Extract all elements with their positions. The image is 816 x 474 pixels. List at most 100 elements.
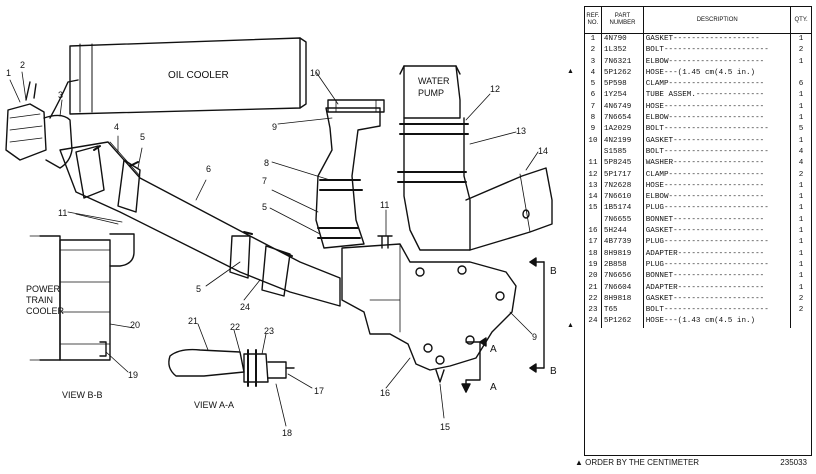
row-ref: 3 [585, 56, 602, 68]
power-label: POWER [26, 284, 61, 294]
order-marker-row-24: ▲ [567, 322, 574, 329]
callouts: 1 2 3 4 5 6 7 8 9 10 11 11 12 13 14 5 5 … [6, 60, 548, 438]
row-ref: 21 [585, 282, 602, 294]
row-part-number: S1585 [602, 146, 644, 159]
row-description: GASKET------------------- [644, 34, 792, 46]
callout-17: 17 [314, 386, 324, 396]
row-ref: 19 [585, 259, 602, 272]
parts-diagram: OIL COOLER WATER PUMP POWER TRAIN COOLER… [5, 37, 557, 438]
row-qty: 1 [798, 57, 804, 66]
row-description: HOSE---(1.45 cm(4.5 in.) [644, 67, 792, 80]
row-description: CLAMP--------------------- [644, 79, 792, 91]
row-qty [791, 316, 811, 327]
row-part-number: 1A2029 [602, 124, 644, 136]
header-qty: QTY. [794, 16, 808, 23]
row-qty: 2 [798, 306, 804, 315]
header-part-number: PART NUMBER [602, 7, 645, 33]
power-train-cooler [29, 233, 135, 361]
row-qty [791, 68, 811, 79]
row-qty: 2 [798, 294, 804, 303]
row-ref: 13 [585, 180, 602, 193]
row-part-number: 7N6654 [602, 113, 644, 125]
water-label: WATER [418, 76, 450, 86]
section-a-top: A [490, 344, 497, 355]
row-part-number: 4N6749 [602, 101, 644, 114]
riser-elbow [315, 99, 385, 249]
row-qty: 1 [798, 181, 804, 190]
view-bb-label: VIEW B-B [62, 390, 103, 400]
order-note: ▲ ORDER BY THE CENTIMETER [575, 458, 700, 467]
row-part-number: 5H244 [602, 226, 644, 238]
order-marker-row-4: ▲ [567, 68, 574, 75]
row-ref: 8 [585, 113, 602, 125]
section-b-bottom: B [550, 366, 557, 377]
row-description: HOSE---------------------- [644, 101, 792, 114]
row-ref: 24 [585, 316, 602, 328]
row-ref: 12 [585, 169, 602, 181]
bonnet-housing [341, 243, 517, 383]
row-qty: 1 [798, 215, 804, 224]
callout-19: 19 [128, 370, 138, 380]
row-part-number: 8H9819 [602, 248, 644, 260]
row-description: BOLT----------------------- [644, 146, 792, 159]
row-part-number: 7N6321 [602, 56, 644, 68]
row-part-number: 1Y254 [602, 90, 644, 102]
row-description: CLAMP--------------------- [644, 169, 792, 181]
callout-9a: 9 [272, 122, 277, 132]
row-ref: 20 [585, 271, 602, 283]
callout-11b: 11 [380, 200, 389, 210]
row-description: GASKET-------------------- [644, 135, 792, 147]
row-qty: 1 [798, 238, 804, 247]
callout-6: 6 [206, 164, 211, 174]
callout-4: 4 [114, 122, 119, 132]
header-ref: REF. NO. [585, 7, 602, 33]
row-qty: 2 [798, 170, 804, 179]
section-a-bottom: A [490, 382, 497, 393]
callout-1: 1 [6, 68, 11, 78]
row-qty: 4 [798, 159, 804, 168]
callout-24: 24 [240, 302, 250, 312]
row-part-number: T65 [602, 305, 644, 317]
bolt-11 [377, 235, 393, 249]
callout-16: 16 [380, 388, 390, 398]
row-qty: 1 [798, 204, 804, 213]
row-qty: 4 [798, 147, 804, 156]
row-part-number: 7N6656 [602, 271, 644, 283]
callout-22: 22 [230, 322, 240, 332]
callout-8: 8 [264, 158, 269, 168]
row-qty: 1 [798, 35, 804, 43]
callout-14: 14 [538, 146, 548, 156]
row-description: WASHER-------------------- [644, 158, 792, 170]
callout-12: 12 [490, 84, 500, 94]
row-ref: 16 [585, 226, 602, 238]
row-part-number: 4B7739 [602, 237, 644, 249]
row-ref: 23 [585, 305, 602, 317]
callout-10: 10 [310, 68, 320, 78]
row-ref: 1 [585, 34, 602, 46]
row-part-number: 7N2628 [602, 180, 644, 193]
row-description: ADAPTER------------------- [644, 282, 792, 294]
row-qty: 2 [798, 46, 804, 55]
row-qty: 1 [798, 249, 804, 258]
row-description: ELBOW--------------------- [644, 192, 792, 204]
callout-2: 2 [20, 60, 25, 70]
row-ref: 14 [585, 192, 602, 204]
row-qty: 1 [798, 193, 804, 202]
water-pump-assembly [397, 65, 553, 251]
callout-7: 7 [262, 176, 267, 186]
oil-cooler [69, 37, 307, 115]
row-description: BOLT----------------------- [644, 305, 792, 317]
row-part-number: 7N6604 [602, 282, 644, 294]
